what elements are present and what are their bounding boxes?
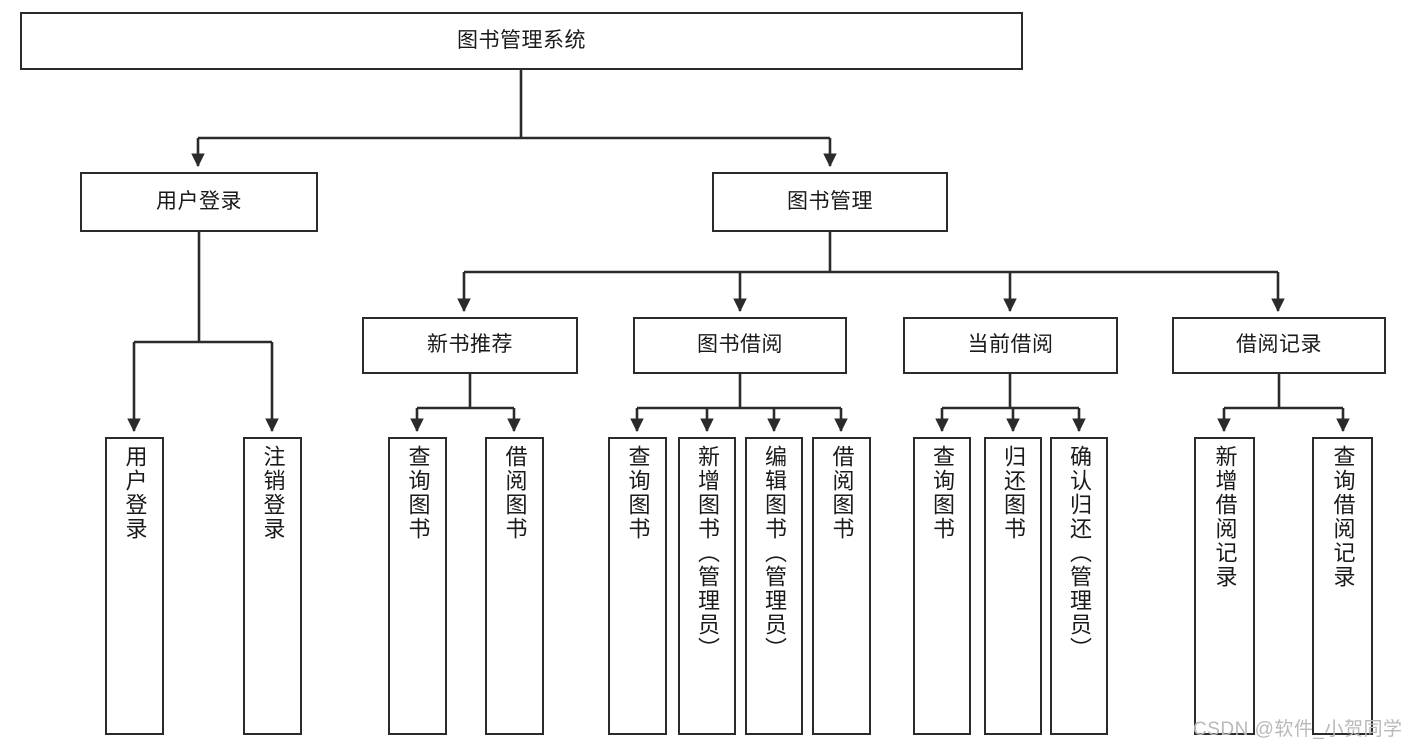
node-leaf-user-logout[interactable]: 注销登录 [243,437,302,735]
node-borrow-record[interactable]: 借阅记录 [1172,317,1386,374]
node-leaf-add-book-label: 新增图书（管理员） [694,445,720,661]
node-leaf-confirm-return-label: 确认归还（管理员） [1066,445,1092,661]
node-leaf-borrow-book-2[interactable]: 借阅图书 [812,437,871,735]
node-root-label: 图书管理系统 [457,28,586,52]
node-leaf-edit-book[interactable]: 编辑图书（管理员） [745,437,803,735]
node-new-book-recommend-label: 新书推荐 [427,333,513,357]
node-leaf-query-book-2-label: 查询图书 [625,445,651,541]
node-leaf-query-book-1-label: 查询图书 [405,445,431,541]
node-leaf-edit-book-label: 编辑图书（管理员） [761,445,787,661]
node-book-manage[interactable]: 图书管理 [712,172,948,232]
node-leaf-borrow-book-1[interactable]: 借阅图书 [485,437,544,735]
node-leaf-user-login[interactable]: 用户登录 [105,437,164,735]
node-leaf-user-login-label: 用户登录 [122,445,148,541]
node-new-book-recommend[interactable]: 新书推荐 [362,317,578,374]
node-book-borrow[interactable]: 图书借阅 [633,317,847,374]
node-user-login-label: 用户登录 [156,189,242,213]
node-leaf-confirm-return[interactable]: 确认归还（管理员） [1050,437,1108,735]
node-leaf-borrow-book-1-label: 借阅图书 [502,445,528,541]
node-leaf-query-book-3-label: 查询图书 [929,445,955,541]
node-leaf-return-book-label: 归还图书 [1000,445,1026,541]
node-root[interactable]: 图书管理系统 [20,12,1023,70]
node-leaf-query-book-3[interactable]: 查询图书 [913,437,971,735]
node-current-borrow-label: 当前借阅 [967,333,1054,357]
node-borrow-record-label: 借阅记录 [1236,333,1322,357]
node-leaf-add-record[interactable]: 新增借阅记录 [1194,437,1255,735]
node-book-borrow-label: 图书借阅 [697,333,783,357]
node-leaf-query-record[interactable]: 查询借阅记录 [1312,437,1373,735]
node-leaf-add-record-label: 新增借阅记录 [1212,445,1238,589]
node-leaf-query-book-2[interactable]: 查询图书 [608,437,667,735]
node-current-borrow[interactable]: 当前借阅 [903,317,1118,374]
node-leaf-user-logout-label: 注销登录 [260,445,286,541]
node-leaf-query-book-1[interactable]: 查询图书 [388,437,447,735]
node-leaf-query-record-label: 查询借阅记录 [1330,445,1356,589]
node-leaf-borrow-book-2-label: 借阅图书 [829,445,855,541]
node-user-login[interactable]: 用户登录 [80,172,318,232]
node-leaf-return-book[interactable]: 归还图书 [984,437,1042,735]
node-leaf-add-book[interactable]: 新增图书（管理员） [678,437,736,735]
node-book-manage-label: 图书管理 [787,189,873,213]
